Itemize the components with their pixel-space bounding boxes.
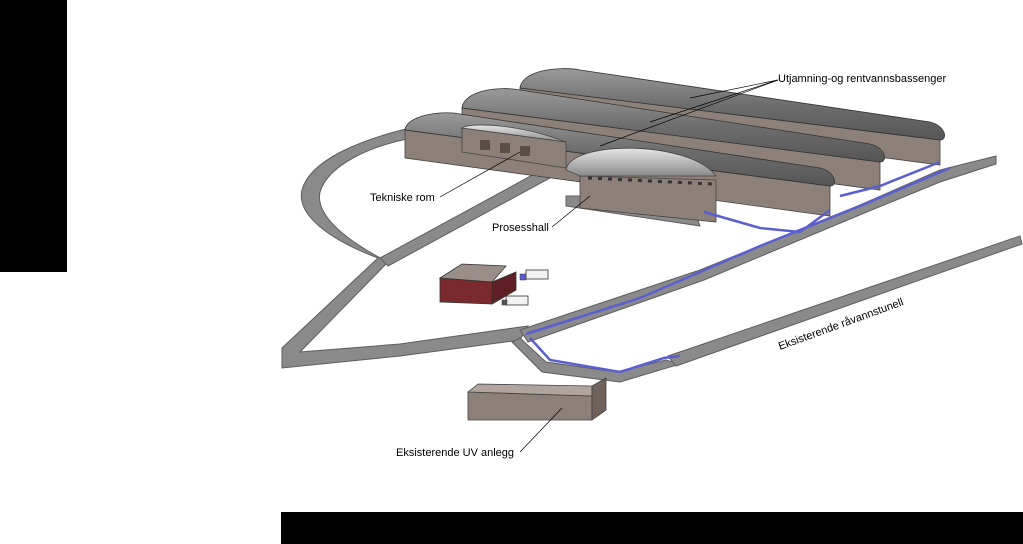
technical-rooms-building — [460, 124, 567, 169]
trucks — [501, 269, 549, 306]
label-basins: Utjamning-og rentvannsbassenger — [778, 73, 946, 85]
uv-plant-building — [466, 377, 607, 421]
process-hall-building — [565, 147, 717, 223]
raw-water-tunnel-road — [667, 235, 1023, 367]
leader-lines — [439, 79, 779, 453]
label-process-hall: Prosesshall — [492, 222, 549, 234]
label-uv-plant: Eksisterende UV anlegg — [396, 447, 514, 459]
black-frame-bottom — [281, 512, 1023, 544]
label-technical-rooms: Tekniske rom — [370, 192, 435, 204]
black-frame-left — [0, 0, 67, 272]
pipeline — [525, 160, 951, 374]
red-house — [438, 263, 517, 305]
road-network — [281, 127, 1023, 383]
